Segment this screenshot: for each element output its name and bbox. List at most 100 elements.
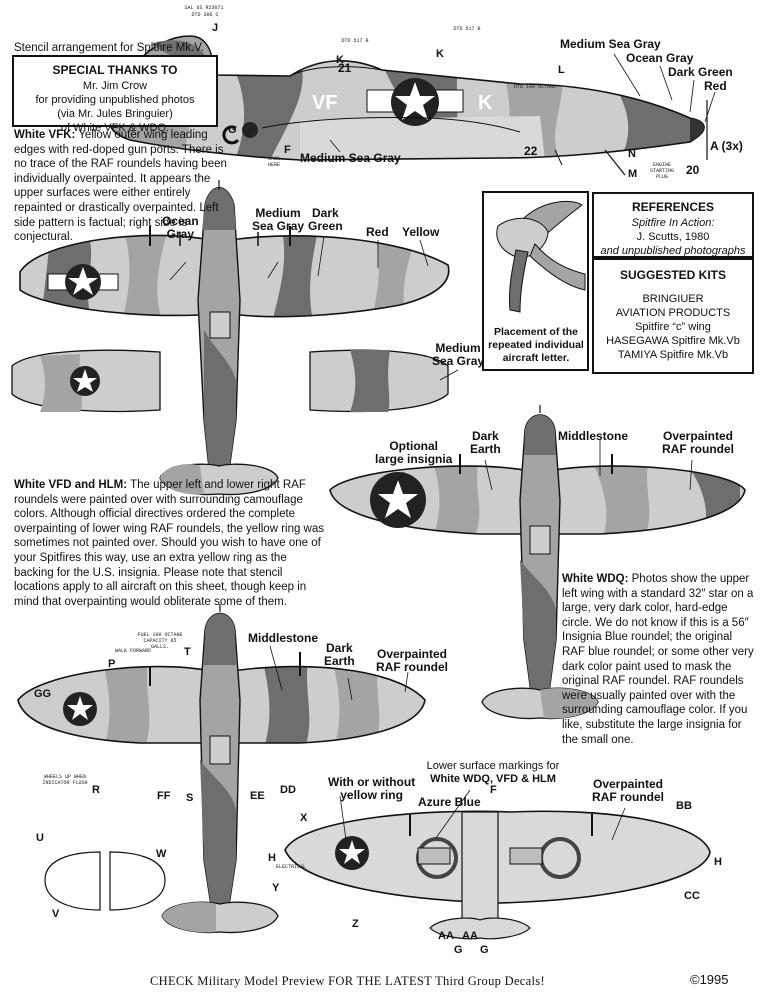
lower-label-azure-blue: Azure Blue bbox=[418, 795, 481, 809]
wdq-label-middlestone: Middlestone bbox=[558, 429, 629, 443]
stencil-jack-here: JACK HERE bbox=[267, 156, 280, 168]
stencil-letter-g: G bbox=[480, 944, 489, 956]
stencil-dtd517: DTD 517 B bbox=[341, 38, 369, 44]
stencil-letter-ee: EE bbox=[250, 790, 265, 802]
vfk-wingtip-right bbox=[309, 349, 449, 413]
kits-line: Spitfire “c” wing bbox=[635, 321, 711, 333]
lower-caption-line: Lower surface markings for bbox=[426, 760, 560, 772]
vfk-wingtip-left bbox=[11, 349, 161, 413]
lower-caption: Lower surface markings for White WDQ, VF… bbox=[418, 760, 568, 786]
stencil-letter-g: G bbox=[454, 944, 463, 956]
stencil-sal: SAL 6S R23071 bbox=[184, 5, 224, 11]
stencil-fuel: FUEL 100 OCTANE CAPACITY 85 GALLS. bbox=[137, 632, 183, 650]
vfk-description: White VFK: Yellow outer wing leading edg… bbox=[14, 128, 238, 245]
stencil-engine-plug: ENGINE STARTING PLUG bbox=[649, 162, 674, 180]
kits-line: AVIATION PRODUCTS bbox=[615, 307, 731, 319]
vfk-label-red: Red bbox=[366, 225, 389, 239]
stencil-letter-bb: BB bbox=[676, 800, 692, 812]
wdq-description: White WDQ: Photos show the upper left wi… bbox=[562, 572, 756, 747]
stencil-dtd306c: DTD 306 C bbox=[191, 12, 219, 18]
wdq-lead: White WDQ: bbox=[562, 573, 629, 585]
stencil-letter-h: H bbox=[714, 856, 722, 868]
stencil-caption: Stencil arrangement for Spitfire Mk.V. bbox=[14, 42, 205, 54]
side-code-vf: VF bbox=[312, 92, 338, 114]
suggested-kits-box: SUGGESTED KITS BRINGIUER AVIATION PRODUC… bbox=[592, 258, 754, 374]
stencil-letter-f: F bbox=[284, 144, 291, 156]
label-medium-sea-gray-top: Medium Sea Gray bbox=[560, 37, 661, 51]
stencil-letter-v: V bbox=[52, 908, 60, 920]
stencil-letter-gg: GG bbox=[34, 688, 52, 700]
stencil-letter-j: J bbox=[212, 22, 219, 34]
vfd-label-middlestone: Middlestone bbox=[248, 631, 319, 645]
label-medium-sea-gray-bottom: Medium Sea Gray bbox=[300, 151, 401, 165]
special-thanks-line: for providing unpublished photos bbox=[35, 94, 195, 106]
label-dark-green-side: Dark Green bbox=[668, 65, 733, 79]
vfk-label-yellow: Yellow bbox=[402, 225, 440, 239]
footer-advert: CHECK Military Model Preview FOR THE LAT… bbox=[150, 974, 545, 988]
stencil-letter-n: N bbox=[628, 148, 636, 160]
vfd-lead: White VFD and HLM: bbox=[14, 479, 128, 491]
stencil-letter-k: K bbox=[436, 48, 444, 60]
stencil-wheels-up: WHEELS UP WHEN INDICATOR FLUSH bbox=[42, 774, 88, 786]
label-22: 22 bbox=[524, 144, 538, 158]
stencil-dtd517-right: DTD 517 B bbox=[453, 26, 481, 32]
vfk-lead: White VFK: bbox=[14, 129, 76, 141]
stencil-letter-x: X bbox=[300, 812, 308, 824]
stencil-letter-t: T bbox=[184, 646, 191, 658]
stencil-letter-r: R bbox=[92, 784, 100, 796]
lower-caption-line: White WDQ, VFD & HLM bbox=[430, 773, 556, 785]
stencil-letter-f: F bbox=[490, 784, 497, 796]
kits-line: BRINGIUER bbox=[642, 293, 704, 305]
prop-caption-line: Placement of the bbox=[493, 326, 579, 338]
prop-caption-line: aircraft letter. bbox=[502, 352, 570, 364]
wdq-top-view bbox=[329, 405, 746, 720]
special-thanks-box: SPECIAL THANKS TO Mr. Jim Crow for provi… bbox=[12, 55, 218, 134]
vfk-body: Yellow outer wing leading edges with red… bbox=[14, 129, 227, 244]
vfd-top-view bbox=[17, 604, 426, 934]
wdq-body: Photos show the upper left wing with a s… bbox=[562, 573, 754, 746]
stencil-letter-g: G bbox=[228, 124, 237, 136]
stencil-letter-aa: AA bbox=[462, 930, 478, 942]
stencil-letter-k: K bbox=[336, 54, 344, 66]
references-line: J. Scutts, 1980 bbox=[636, 231, 710, 243]
vfd-body: The upper left and lower right RAF round… bbox=[14, 479, 325, 608]
vfk-top-view bbox=[19, 180, 450, 496]
special-thanks-line: of White VFK & WDQ. bbox=[60, 122, 170, 134]
stencil-letter-aa: AA bbox=[438, 930, 454, 942]
vfd-wingtip-details bbox=[44, 851, 166, 911]
label-20: 20 bbox=[686, 163, 700, 177]
label-a-3x: A (3x) bbox=[710, 139, 743, 153]
propeller-detail-box bbox=[482, 191, 589, 371]
stencil-letter-s: S bbox=[186, 792, 194, 804]
stencil-electrical: ELECTRICAL bbox=[276, 864, 307, 870]
leader-lines bbox=[169, 53, 716, 841]
special-thanks-title: SPECIAL THANKS TO bbox=[52, 63, 178, 77]
prop-caption-line: repeated individual bbox=[488, 339, 584, 351]
references-box: REFERENCES Spitfire In Action: J. Scutts… bbox=[592, 192, 754, 258]
references-line: and unpublished photographs bbox=[600, 245, 746, 257]
prop-caption: Placement of the repeated individual air… bbox=[487, 326, 585, 365]
stencil-dtd100: DTD 100 OCTANE bbox=[513, 84, 556, 90]
stencil-letter-z: Z bbox=[352, 918, 359, 930]
stencil-letter-cc: CC bbox=[684, 890, 700, 902]
footer-copyright: ©1995 bbox=[690, 972, 729, 987]
stencil-letter-h: H bbox=[268, 852, 276, 864]
stencil-letter-dd: DD bbox=[280, 784, 296, 796]
stencil-walk-forward: WALK FORWARD bbox=[114, 648, 151, 654]
kits-title: SUGGESTED KITS bbox=[619, 268, 726, 282]
stencil-letter-u: U bbox=[36, 832, 44, 844]
stencil-letter-y: Y bbox=[272, 882, 280, 894]
side-code-k: K bbox=[478, 92, 493, 114]
label-21: 21 bbox=[338, 61, 352, 75]
